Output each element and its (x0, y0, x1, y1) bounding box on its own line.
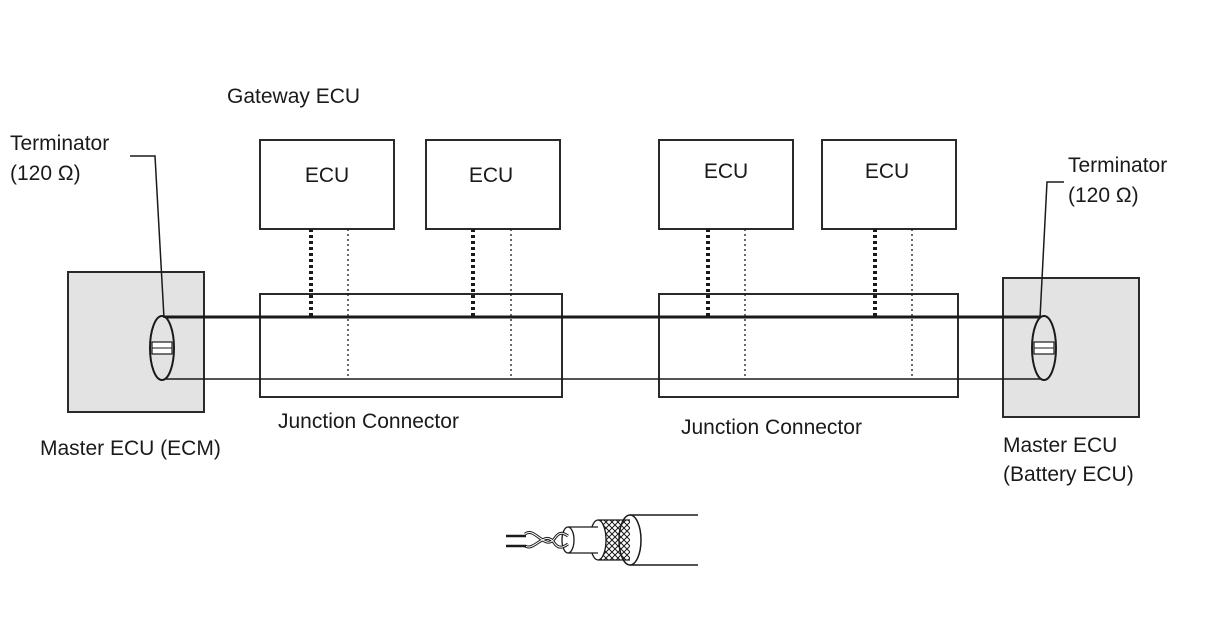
master-ecu-right-label-line1: Master ECU (1003, 434, 1117, 457)
junction-connector-right-label: Junction Connector (681, 416, 862, 439)
master-ecu-right-label-line2: (Battery ECU) (1003, 463, 1134, 486)
gateway-ecu-label: Gateway ECU (227, 85, 360, 108)
terminator-right-value: (120 Ω) (1068, 184, 1139, 207)
master-ecu-left-label: Master ECU (ECM) (40, 437, 221, 460)
terminator-right-leader-line (1039, 181, 1064, 319)
ecu-label-1: ECU (305, 164, 349, 187)
twisted-pair-cable-icon (506, 514, 698, 566)
ecu-label-3: ECU (704, 160, 748, 183)
ecu-stub-lines (309, 229, 913, 378)
terminator-left-resistor (149, 315, 175, 381)
terminator-left-label: Terminator (10, 132, 109, 155)
master-ecu-right-box (1002, 277, 1140, 418)
ecu-label-2: ECU (469, 164, 513, 187)
terminator-right-resistor (1031, 315, 1057, 381)
junction-connector-left-label: Junction Connector (278, 410, 459, 433)
ecu-box-2 (425, 139, 561, 230)
terminator-left-leader-line (130, 155, 165, 319)
junction-connector-left-box (259, 293, 563, 398)
ecu-box-4 (821, 139, 957, 230)
master-ecu-left-box (67, 271, 205, 413)
terminator-right-label: Terminator (1068, 154, 1167, 177)
ecu-box-1 (259, 139, 395, 230)
ecu-box-3 (658, 139, 794, 230)
junction-connector-right-box (658, 293, 959, 398)
ecu-label-4: ECU (865, 160, 909, 183)
terminator-left-value: (120 Ω) (10, 162, 81, 185)
